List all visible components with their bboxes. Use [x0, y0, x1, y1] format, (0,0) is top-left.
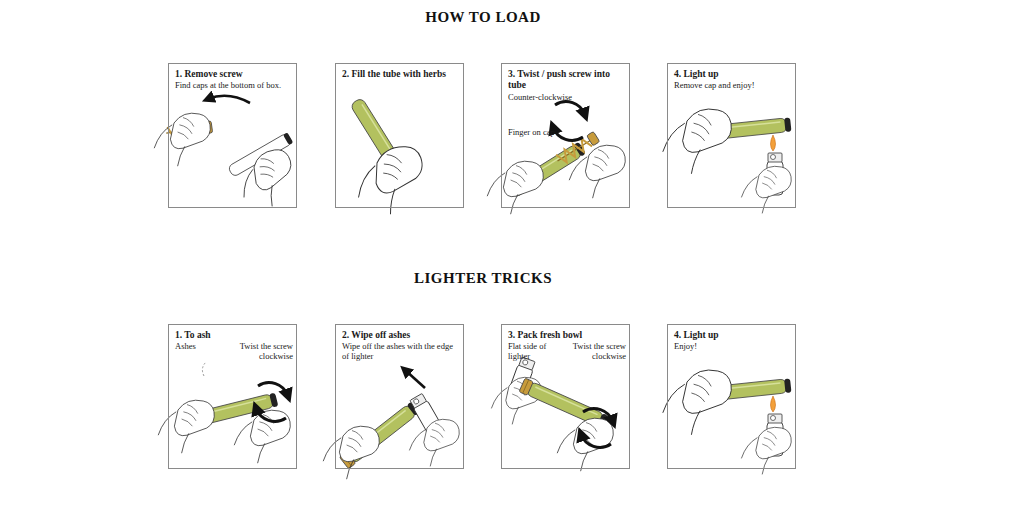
section-heading: HOW TO LOAD: [333, 9, 633, 26]
step-title: 4. Light up: [674, 330, 792, 341]
step-note: Flat side of lighter: [508, 342, 556, 361]
step-title: 2. Fill the tube with herbs: [342, 69, 460, 80]
section-heading: LIGHTER TRICKS: [333, 270, 633, 287]
step-panel: 3. Twist / push screw into tubeCounter-c…: [501, 63, 630, 208]
step-title: 3. Twist / push screw into tube: [508, 69, 626, 90]
step-panel: 3. Pack fresh bowlFlat side of lighter Tw…: [501, 324, 630, 469]
step-panel: 2. Fill the tube with herbs: [335, 63, 464, 208]
step-note: Ashes: [175, 342, 215, 352]
step-note: Twist the screw clockwise: [233, 342, 293, 361]
step-title: 3. Pack fresh bowl: [508, 330, 626, 341]
step-note: Finger on cap: [508, 128, 558, 138]
step-panel: 4. Light upEnjoy!: [667, 324, 796, 469]
step-title: 4. Light up: [674, 69, 792, 80]
step-panel: 4. Light upRemove cap and enjoy!: [667, 63, 796, 208]
step-note: Enjoy!: [674, 342, 792, 352]
step-panel: 2. Wipe off ashesWipe off the ashes with…: [335, 324, 464, 469]
step-note: Counter-clockwise: [508, 93, 608, 103]
step-note: Find caps at the bottom of box.: [175, 81, 293, 91]
step-note: Wipe off the ashes with the edge of ligh…: [342, 342, 460, 361]
step-title: 1. To ash: [175, 330, 293, 341]
step-panel: 1. To ashAshes Twist the screw clockwise: [168, 324, 297, 469]
step-note: Remove cap and enjoy!: [674, 81, 792, 91]
step-title: 2. Wipe off ashes: [342, 330, 460, 341]
step-note: Twist the screw clockwise: [566, 342, 626, 361]
step-title: 1. Remove screw: [175, 69, 293, 80]
step-panel: 1. Remove screwFind caps at the bottom o…: [168, 63, 297, 208]
